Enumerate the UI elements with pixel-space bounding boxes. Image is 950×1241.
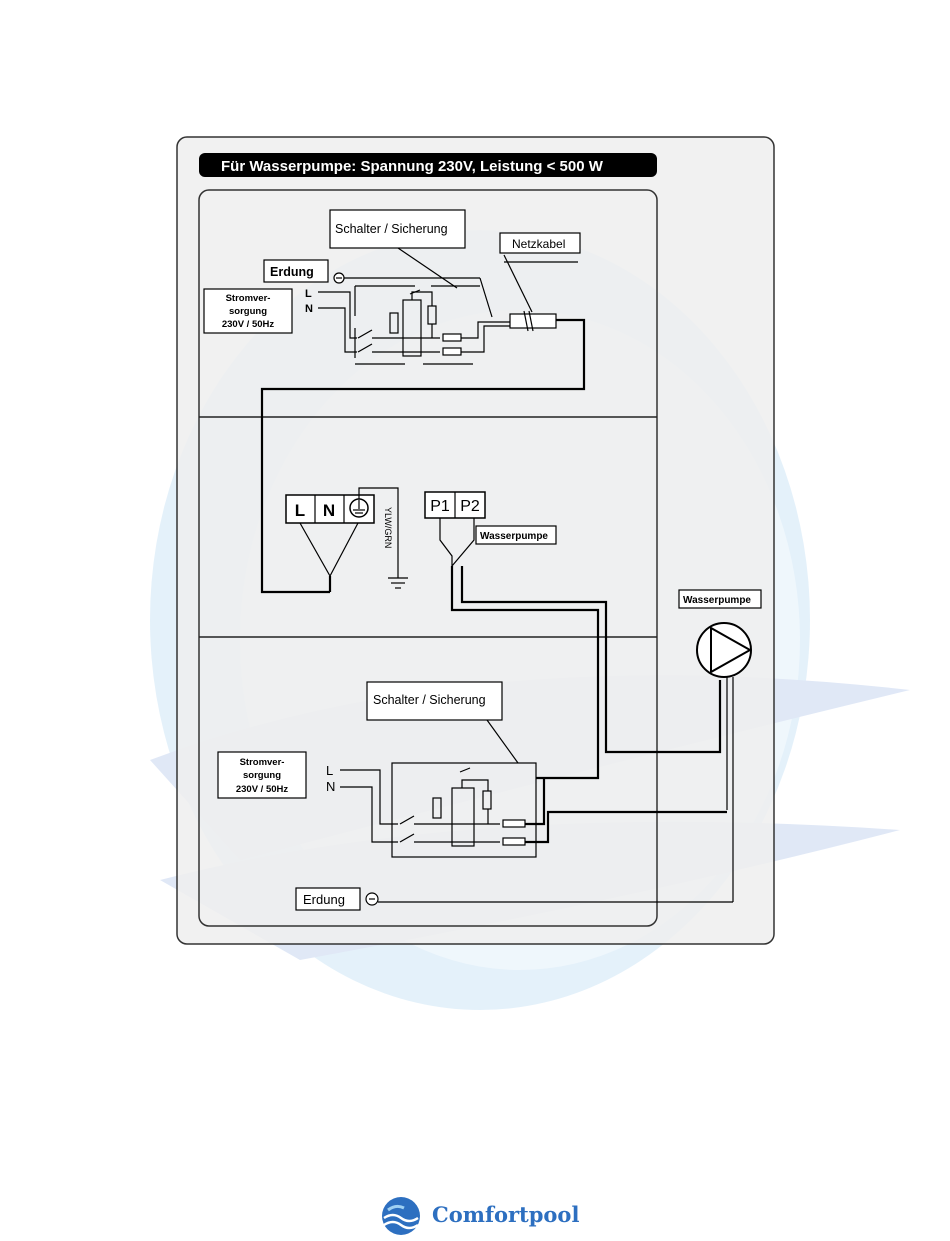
terminal-n: N <box>323 501 335 520</box>
top-line-l: L <box>305 288 312 300</box>
power-cable-icon <box>510 314 556 328</box>
top-ground-label: Erdung <box>270 265 314 279</box>
terminal-p1: P1 <box>430 498 450 515</box>
terminal-earth-icon <box>350 499 368 517</box>
bottom-supply-line-1: Stromver- <box>240 757 285 768</box>
pump-label: Wasserpumpe <box>683 595 751 606</box>
middle-pump-label: Wasserpumpe <box>480 531 548 542</box>
bottom-switch-label: Schalter / Sicherung <box>373 693 486 707</box>
cable-label: Netzkabel <box>512 237 565 251</box>
terminal-l: L <box>295 501 305 520</box>
brand-logo: Comfortpool <box>378 1196 578 1236</box>
top-supply-line-1: Stromver- <box>226 293 271 304</box>
bottom-supply-line-3: 230V / 50Hz <box>236 784 289 795</box>
bottom-ground-label: Erdung <box>303 892 345 907</box>
bottom-supply-line-2: sorgung <box>243 770 281 781</box>
top-switch-label: Schalter / Sicherung <box>335 222 448 236</box>
bottom-line-n: N <box>326 779 335 794</box>
water-pump-icon <box>697 623 751 677</box>
top-supply-line-3: 230V / 50Hz <box>222 319 275 330</box>
bottom-line-l: L <box>326 763 333 778</box>
top-line-n: N <box>305 303 313 315</box>
earth-wire-color: YLW/GRN <box>383 507 393 548</box>
brand-emblem-icon <box>378 1196 424 1236</box>
terminal-p2: P2 <box>460 498 480 515</box>
brand-name: Comfortpool <box>432 1202 579 1227</box>
top-supply-line-2: sorgung <box>229 306 267 317</box>
diagram-title: Für Wasserpumpe: Spannung 230V, Leistung… <box>221 158 604 175</box>
